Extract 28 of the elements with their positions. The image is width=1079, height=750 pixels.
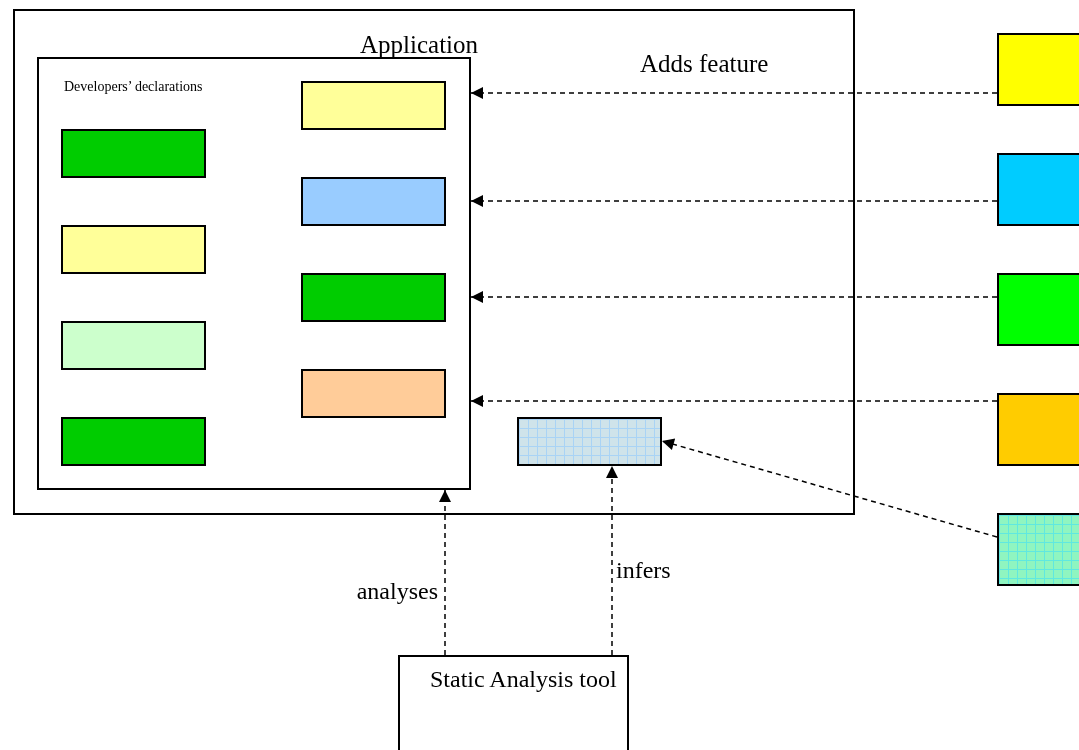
tool-node <box>398 655 629 750</box>
declaration-block <box>301 369 446 418</box>
declaration-block <box>61 417 206 466</box>
declaration-block <box>301 177 446 226</box>
annotation: Adds feature <box>640 49 769 79</box>
dashed-arrow <box>606 465 618 656</box>
feature-block <box>997 393 1079 466</box>
panel-title: Developers’ declarations <box>64 79 203 94</box>
declaration-block <box>301 81 446 130</box>
declarations-panel <box>37 57 471 490</box>
declaration-block <box>61 129 206 178</box>
declaration-block <box>61 225 206 274</box>
declaration-block <box>301 273 446 322</box>
dashed-arrow <box>439 489 451 656</box>
inferred-block <box>517 417 662 466</box>
frame-title: Application <box>360 31 479 58</box>
feature-block <box>997 513 1079 586</box>
dashed-arrow <box>470 291 998 303</box>
dashed-arrow <box>470 87 998 99</box>
feature-block <box>997 33 1079 106</box>
feature-block <box>997 273 1079 346</box>
feature-block <box>997 153 1079 226</box>
tool-label: Static Analysis tool <box>430 666 617 692</box>
dashed-arrow <box>661 438 998 538</box>
dashed-arrow <box>470 195 998 207</box>
application-frame <box>13 9 855 515</box>
declaration-block <box>61 321 206 370</box>
dashed-arrow <box>470 395 998 407</box>
